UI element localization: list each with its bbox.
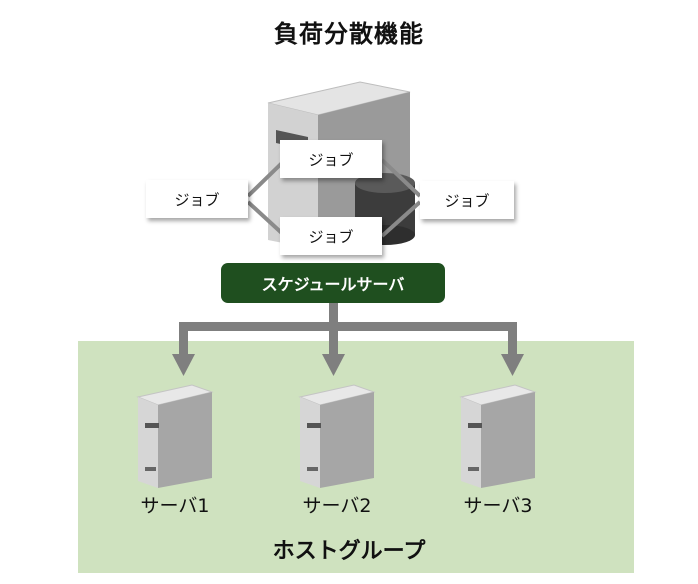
server-1-label: サーバ1 xyxy=(140,495,210,517)
job-box-top: ジョブ xyxy=(280,140,382,178)
server-3-label: サーバ3 xyxy=(463,495,533,517)
schedule-server-label: スケジュールサーバ xyxy=(221,263,445,303)
job-box-bottom: ジョブ xyxy=(280,217,382,255)
job-box-right: ジョブ xyxy=(420,181,514,219)
diagram-title: 負荷分散機能 xyxy=(274,20,424,48)
job-connector-lines xyxy=(246,158,422,238)
arrow-head-1 xyxy=(172,354,195,376)
server-3-icon xyxy=(459,384,537,488)
distribution-arrows xyxy=(172,303,524,376)
server-2-icon xyxy=(298,384,376,488)
arrow-head-2 xyxy=(322,354,345,376)
job-box-left: ジョブ xyxy=(146,180,248,218)
host-group-label: ホストグループ xyxy=(272,539,426,564)
server-1-icon xyxy=(136,384,214,488)
server-2-label: サーバ2 xyxy=(302,495,372,517)
arrow-head-3 xyxy=(501,354,524,376)
